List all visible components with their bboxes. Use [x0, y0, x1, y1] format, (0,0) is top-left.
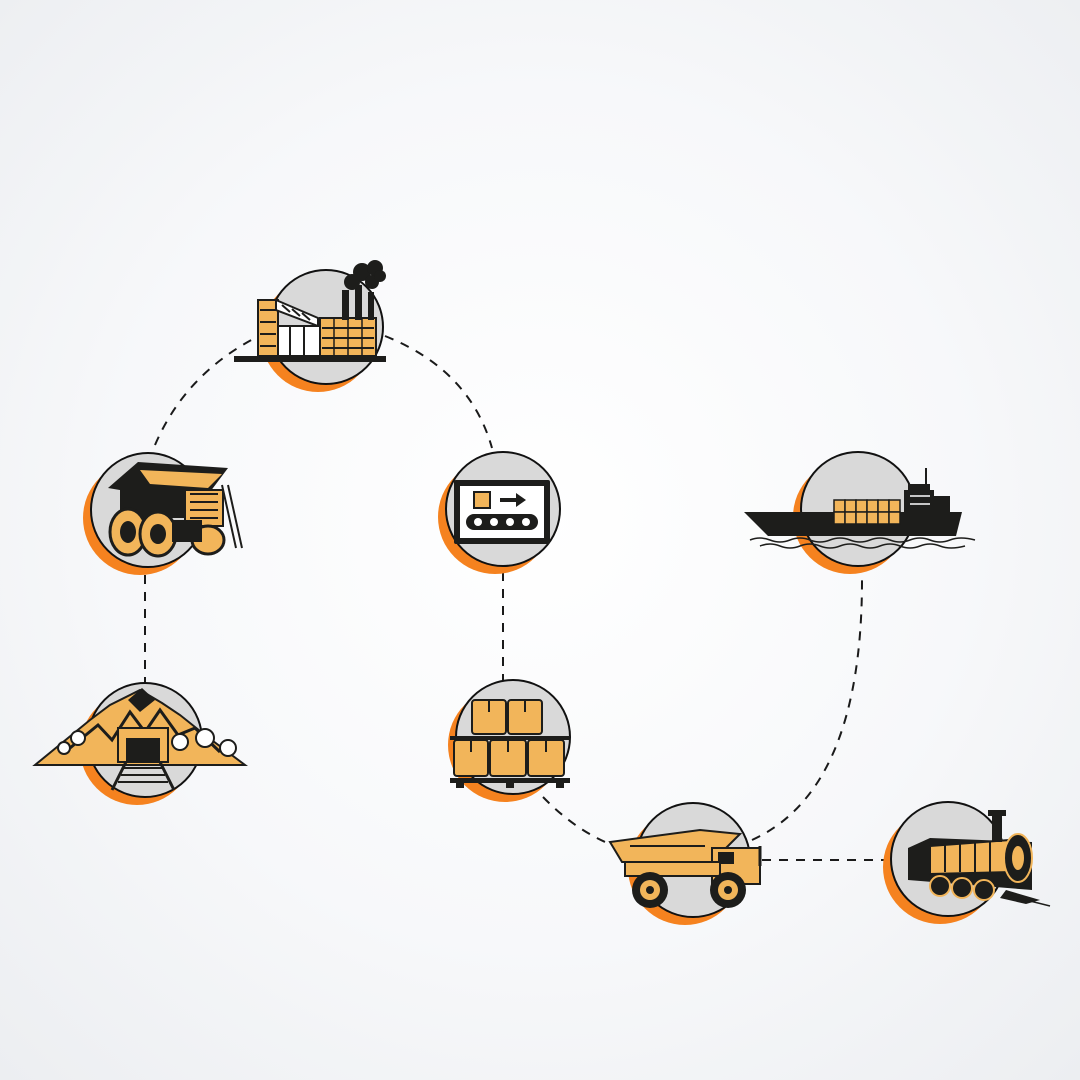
- node-conveyor: [438, 451, 561, 574]
- connector-pallet-to-dump-truck: [542, 796, 613, 846]
- node-dump-truck: [608, 802, 762, 925]
- mine-entrance-icon: [32, 688, 248, 791]
- boxes-on-pallet-icon: [450, 699, 570, 788]
- node-pallet: [448, 679, 571, 802]
- connectors: [144, 335, 890, 861]
- factory-icon: [234, 260, 386, 362]
- conveyor-belt-icon: [454, 480, 550, 544]
- node-mine: [32, 682, 248, 805]
- node-ship: [744, 451, 976, 574]
- mining-dump-truck-icon: [108, 462, 243, 558]
- node-haul-truck: [83, 452, 243, 575]
- cargo-ship-icon: [744, 468, 976, 549]
- dump-truck-icon: [608, 828, 762, 908]
- connector-dump-truck-to-ship: [751, 579, 863, 841]
- connector-factory-to-conveyor: [384, 335, 493, 449]
- node-factory: [234, 260, 386, 392]
- steam-locomotive-icon: [908, 810, 1051, 907]
- connector-haul-truck-to-factory: [154, 337, 256, 446]
- node-train: [883, 801, 1051, 924]
